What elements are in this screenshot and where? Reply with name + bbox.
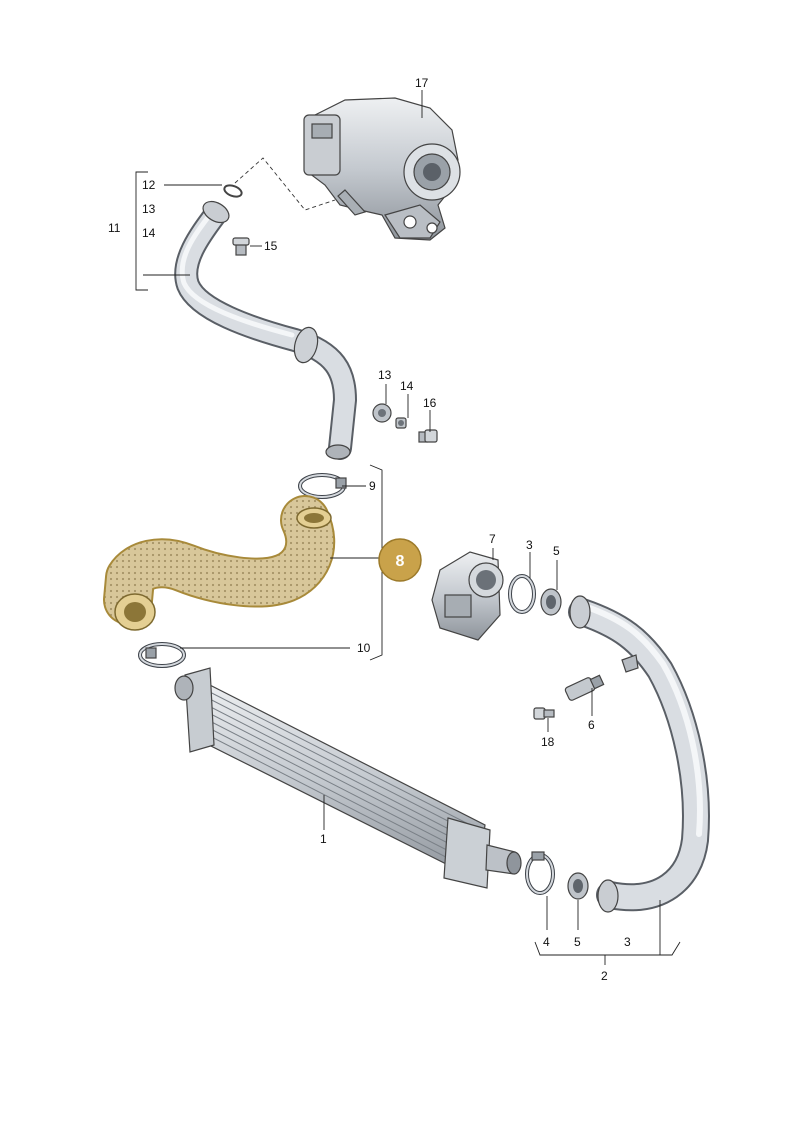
hose-clamp-10[interactable] bbox=[138, 642, 186, 668]
callout-11: 11 bbox=[108, 221, 121, 235]
callout-4: 4 bbox=[543, 935, 550, 949]
turbocharger[interactable] bbox=[303, 97, 461, 241]
upper-pressure-pipe[interactable] bbox=[174, 197, 357, 460]
seal-ring-5-upper[interactable] bbox=[540, 588, 562, 616]
callout-13-upper: 13 bbox=[142, 202, 156, 216]
callout-5-upper: 5 bbox=[553, 544, 560, 558]
callout-6: 6 bbox=[588, 718, 595, 732]
callout-10: 10 bbox=[357, 641, 371, 655]
callout-15: 15 bbox=[264, 239, 278, 253]
callout-16: 16 bbox=[423, 396, 437, 410]
sleeve-14[interactable] bbox=[395, 417, 407, 429]
hose-clamp-4[interactable] bbox=[525, 851, 555, 895]
callout-3-lower: 3 bbox=[624, 935, 631, 949]
bolt-18[interactable] bbox=[533, 707, 555, 720]
highlight-badge[interactable]: 8 bbox=[378, 538, 422, 582]
callout-9: 9 bbox=[369, 479, 376, 493]
pressure-sensor-6[interactable] bbox=[564, 674, 605, 701]
callout-13-lower: 13 bbox=[378, 368, 392, 382]
callout-2: 2 bbox=[601, 969, 608, 983]
hose-clamp-9[interactable] bbox=[298, 473, 347, 499]
hose-clamp-3-upper[interactable] bbox=[508, 574, 536, 614]
callout-3-upper: 3 bbox=[526, 538, 533, 552]
bolt-16[interactable] bbox=[418, 429, 438, 443]
lower-pressure-pipe[interactable] bbox=[568, 595, 710, 913]
callout-5-lower: 5 bbox=[574, 935, 581, 949]
callout-14-lower: 14 bbox=[400, 379, 414, 393]
callout-18: 18 bbox=[541, 735, 555, 749]
connection-dash-line bbox=[234, 157, 336, 211]
callout-7: 7 bbox=[489, 532, 496, 546]
callout-14-upper: 14 bbox=[142, 226, 156, 240]
grommet-13[interactable] bbox=[372, 403, 392, 423]
o-ring[interactable] bbox=[223, 183, 243, 199]
seal-ring-5-lower[interactable] bbox=[567, 872, 589, 900]
bolt-15[interactable] bbox=[232, 237, 250, 256]
callout-17: 17 bbox=[415, 76, 429, 90]
highlight-badge-label: 8 bbox=[396, 553, 405, 570]
highlighted-charge-air-hose[interactable] bbox=[103, 495, 336, 631]
charge-air-cooler[interactable] bbox=[174, 667, 522, 889]
callout-12: 12 bbox=[142, 178, 156, 192]
callout-1: 1 bbox=[320, 832, 327, 846]
throttle-valve[interactable] bbox=[431, 551, 504, 641]
